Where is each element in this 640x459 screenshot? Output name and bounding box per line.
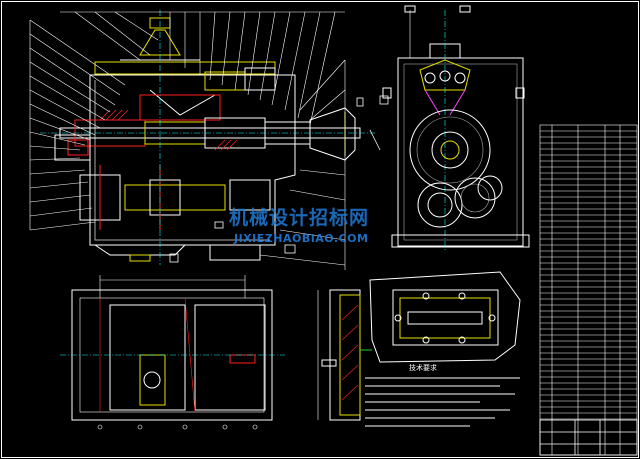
- side-view: [382, 5, 530, 250]
- leader-lines-left: [29, 19, 126, 231]
- technical-notes-lines: [365, 377, 520, 427]
- title-block: [539, 419, 638, 456]
- cover-view-note: 技术要求: [409, 364, 437, 372]
- leader-lines-top: [60, 11, 345, 126]
- main-section-view: [40, 10, 375, 265]
- cover-view: [369, 271, 521, 363]
- parts-list-table: [539, 124, 638, 456]
- plan-view: [60, 275, 285, 430]
- parts-list-rows: [540, 130, 637, 420]
- watermark-url: JIXIEZHAOBIAO.COM: [234, 232, 369, 245]
- narrow-section-view: [317, 289, 372, 421]
- section-markers: [169, 95, 389, 263]
- watermark-chinese: 机械设计招标网: [229, 207, 370, 229]
- leader-lines-right: [259, 59, 346, 270]
